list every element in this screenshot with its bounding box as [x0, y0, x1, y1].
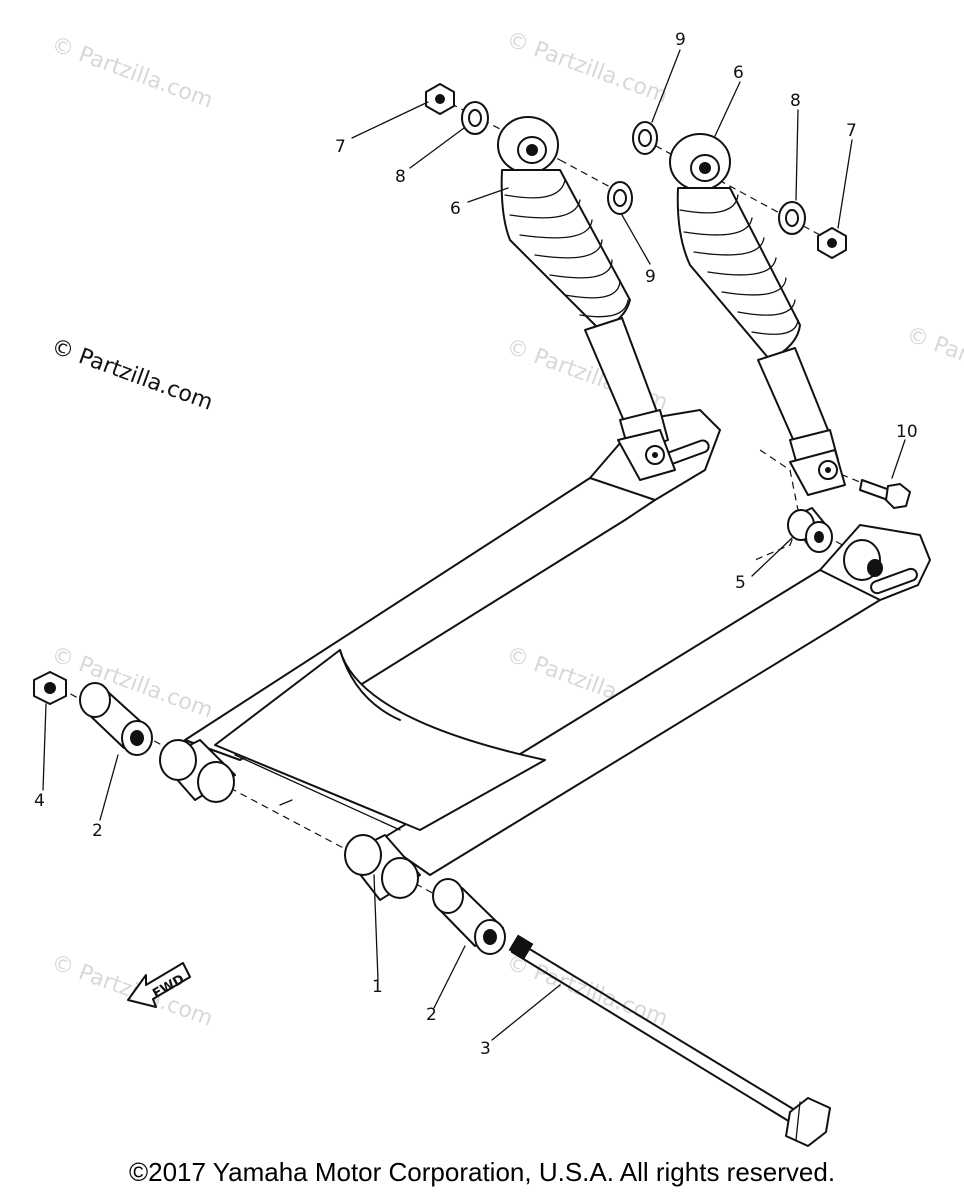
part-6-shock-absorber-left	[497, 116, 676, 481]
part-8-washer-left	[461, 101, 489, 135]
callout-5: 5	[735, 573, 746, 593]
part-3-pivot-shaft	[508, 934, 831, 1147]
callout-8: 8	[790, 91, 801, 111]
watermark: © Partzilla.com	[903, 322, 964, 404]
part-5-bushing	[787, 507, 883, 581]
callout-8: 8	[395, 167, 406, 187]
watermark: © Partzilla.com	[503, 27, 671, 109]
callout-7: 7	[846, 121, 857, 141]
callout-numbers: 7 8 6 9 9 6 8 7 10 5 4 2 1 2 3	[34, 30, 918, 1059]
callout-6: 6	[733, 63, 744, 83]
part-9-washer-right	[632, 121, 658, 155]
callout-6: 6	[450, 199, 461, 219]
part-10-bolt	[859, 479, 911, 509]
callout-2: 2	[426, 1005, 437, 1025]
copyright-notice: ©2017 Yamaha Motor Corporation, U.S.A. A…	[128, 1157, 836, 1187]
callout-9: 9	[645, 267, 656, 287]
watermark: © Partzilla.com	[48, 642, 216, 724]
callout-7: 7	[335, 137, 346, 157]
callout-3: 3	[480, 1039, 491, 1059]
callout-2: 2	[92, 821, 103, 841]
watermark: © Partzilla.com	[48, 32, 216, 114]
callout-4: 4	[34, 791, 45, 811]
watermark: © Partzilla.com	[48, 334, 216, 416]
watermark: © Partzilla.com	[48, 950, 216, 1032]
part-2-collar-left	[79, 682, 153, 756]
part-8-washer-right	[778, 201, 806, 235]
callout-1: 1	[372, 977, 383, 997]
callout-10: 10	[896, 422, 918, 442]
part-2-collar-right	[432, 878, 506, 955]
pivot-bosses	[159, 739, 421, 901]
callout-9: 9	[675, 30, 686, 50]
leader-lines	[42, 49, 906, 1041]
part-9-washer-left	[607, 181, 633, 215]
part-6-shock-absorber-right	[669, 133, 846, 496]
part-4-nut	[33, 671, 67, 705]
part-7-nut-right	[817, 227, 847, 259]
part-7-nut-left	[425, 83, 455, 115]
